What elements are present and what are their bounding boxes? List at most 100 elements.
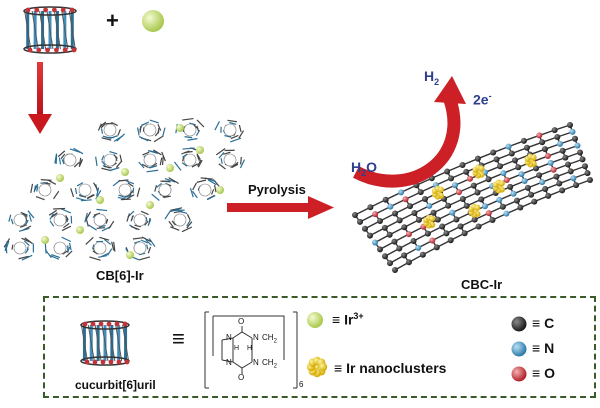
mol-legend-bond [101, 324, 109, 362]
sheet-atom [405, 231, 412, 238]
framework-pore [13, 241, 27, 255]
framework-bond [51, 253, 61, 259]
framework-bond [49, 254, 60, 260]
framework-bond [196, 179, 207, 183]
framework-bond [140, 210, 149, 216]
framework-unit [70, 182, 102, 202]
mol-legend-oxygen-atom [98, 321, 104, 327]
framework-bond [107, 248, 113, 256]
sheet-atom [443, 230, 450, 237]
sheet-atom [377, 217, 383, 224]
framework-bond [18, 255, 29, 260]
framework-pore [93, 241, 107, 255]
h2-sub: 2 [434, 76, 440, 87]
framework-pore [183, 123, 197, 137]
sheet-atom [372, 211, 379, 218]
sheet-atom [417, 189, 424, 196]
sheet-atom [565, 161, 572, 168]
sheet-atom [493, 156, 500, 163]
mol-legend-bond [94, 324, 102, 362]
framework-bond [101, 155, 105, 161]
framework-bond [125, 179, 135, 185]
framework-bond [186, 214, 191, 221]
framework-bond [65, 250, 73, 258]
framework-pore [198, 183, 212, 197]
framework-bond [49, 220, 55, 227]
sheet-atom [508, 150, 515, 157]
framework-ir-ion [216, 186, 224, 194]
framework-bond [220, 158, 223, 164]
framework-bond [25, 219, 29, 226]
framework-bond [239, 159, 246, 169]
framework-bond [93, 212, 101, 216]
framework-ir-ion [146, 201, 154, 209]
legend-box [43, 296, 596, 398]
sheet-atom [367, 232, 373, 239]
sheet-atom [553, 173, 560, 180]
framework-bond [96, 208, 108, 212]
framework-bond [214, 121, 220, 131]
legend-ir-ion-equiv: ≡ [332, 311, 341, 328]
framework-bond [10, 218, 14, 225]
h2-main: H [424, 68, 435, 84]
framework-bond [8, 214, 12, 222]
framework-unit [173, 147, 203, 171]
framework-bond [118, 179, 129, 182]
framework-unit [95, 150, 123, 172]
framework-bond [189, 122, 196, 126]
sheet-atom [382, 253, 388, 260]
framework-bond [43, 182, 51, 185]
framework-bond [88, 224, 97, 231]
sheet-atom [570, 175, 577, 182]
framework-bond [186, 220, 191, 227]
struct-n-br: N [253, 358, 259, 367]
framework-bond [148, 238, 156, 248]
legend-oxygen-equiv: ≡ [532, 365, 541, 381]
legend-nitrogen-text: N [544, 340, 555, 356]
sheet-atom [496, 196, 503, 203]
framework-bond [95, 190, 102, 200]
sheet-atom [457, 223, 464, 230]
sheet-atom [567, 122, 573, 128]
sheet-atom [513, 197, 520, 204]
framework-bond [142, 151, 150, 156]
framework-bond [18, 227, 30, 232]
framework-bond [139, 126, 142, 133]
framework-bond [24, 237, 33, 245]
mol-top-rim-top [23, 6, 77, 16]
sheet-atom [510, 190, 517, 197]
sheet-atom [562, 154, 569, 161]
legend-carbon-text: C [544, 315, 555, 331]
framework-bond [36, 186, 39, 192]
framework-bond [138, 136, 149, 142]
framework-bond [115, 156, 118, 162]
framework-bond [55, 154, 58, 165]
framework-bond [227, 119, 238, 123]
framework-bond [192, 190, 198, 199]
mol-legend-oxygen-atom [106, 321, 112, 327]
framework-bond [129, 190, 134, 196]
sheet-atom [401, 224, 408, 231]
sheet-atom [415, 216, 422, 223]
framework-bond [157, 124, 162, 131]
sheet-atom [518, 171, 525, 178]
framework-bond [164, 210, 171, 220]
framework-bond [147, 246, 152, 254]
framework-bond [108, 220, 115, 230]
struct-n-tr: N [253, 333, 259, 342]
framework-bond [113, 241, 116, 252]
framework-bond [178, 210, 188, 214]
framework-unit [30, 178, 60, 201]
framework-pore [133, 213, 147, 227]
framework-bond [153, 135, 164, 143]
sheet-atom [584, 170, 591, 177]
framework-bond [187, 138, 198, 141]
legend-nitrogen-equiv: ≡ [532, 340, 541, 356]
framework-bond [104, 165, 112, 169]
sheet-atom [429, 237, 436, 244]
sheet-atom [520, 137, 527, 144]
sheet-atom [474, 189, 481, 196]
framework-bond [89, 256, 101, 261]
mol-top-oxygen-atom [45, 47, 50, 53]
framework-bond [100, 128, 104, 134]
